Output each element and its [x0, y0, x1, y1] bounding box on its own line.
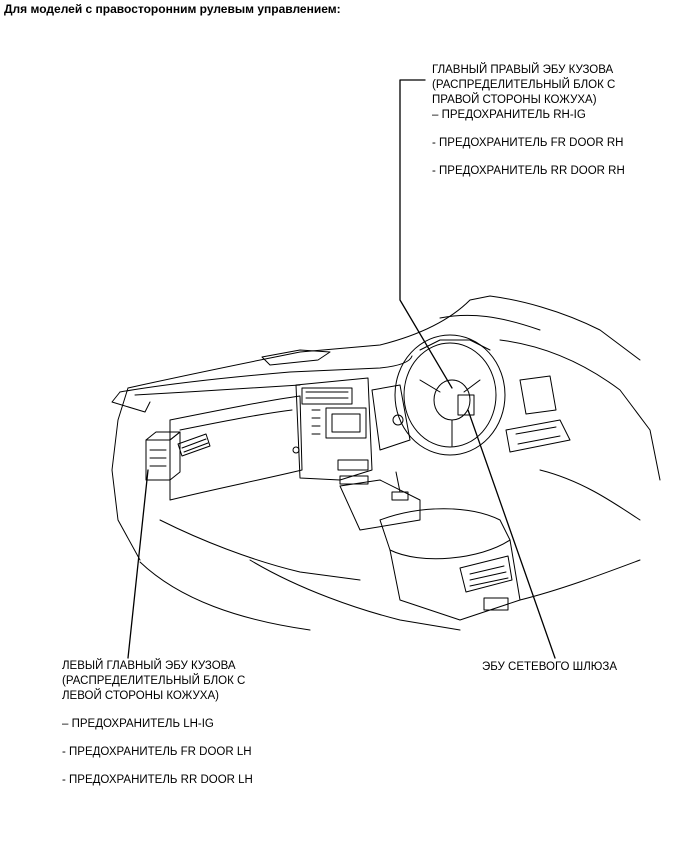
- right-ecu-line2: (РАСПРЕДЕЛИТЕЛЬНЫЙ БЛОК С: [432, 79, 616, 91]
- page-header: Для моделей с правосторонним рулевым упр…: [4, 2, 341, 16]
- right-fuse-rh-ig: – ПРЕДОХРАНИТЕЛЬ RH-IG: [432, 109, 586, 121]
- left-ecu-line2: (РАСПРЕДЕЛИТЕЛЬНЫЙ БЛОК С: [62, 675, 246, 687]
- left-fuse-lh-ig: – ПРЕДОХРАНИТЕЛЬ LH-IG: [62, 718, 214, 730]
- right-ecu-line3: ПРАВОЙ СТОРОНЫ КОЖУХА): [432, 94, 597, 106]
- left-ecu-line3: ЛЕВОЙ СТОРОНЫ КОЖУХА): [62, 690, 219, 702]
- right-fuse-rr-door: - ПРЕДОХРАНИТЕЛЬ RR DOOR RH: [432, 165, 625, 177]
- right-ecu-line1: ГЛАВНЫЙ ПРАВЫЙ ЭБУ КУЗОВА: [432, 64, 614, 76]
- gateway-ecu-label: ЭБУ СЕТЕВОГО ШЛЮЗА: [482, 661, 617, 673]
- left-fuse-fr-door: - ПРЕДОХРАНИТЕЛЬ FR DOOR LH: [62, 746, 252, 758]
- right-fuse-fr-door: - ПРЕДОХРАНИТЕЛЬ FR DOOR RH: [432, 137, 624, 149]
- right-main-ecu-label: ГЛАВНЫЙ ПРАВЫЙ ЭБУ КУЗОВА (РАСПРЕДЕЛИТЕЛ…: [432, 63, 625, 179]
- left-fuse-rr-door: - ПРЕДОХРАНИТЕЛЬ RR DOOR LH: [62, 774, 253, 786]
- left-ecu-line1: ЛЕВЫЙ ГЛАВНЫЙ ЭБУ КУЗОВА: [62, 660, 236, 672]
- left-main-ecu-label: ЛЕВЫЙ ГЛАВНЫЙ ЭБУ КУЗОВА (РАСПРЕДЕЛИТЕЛЬ…: [62, 659, 253, 788]
